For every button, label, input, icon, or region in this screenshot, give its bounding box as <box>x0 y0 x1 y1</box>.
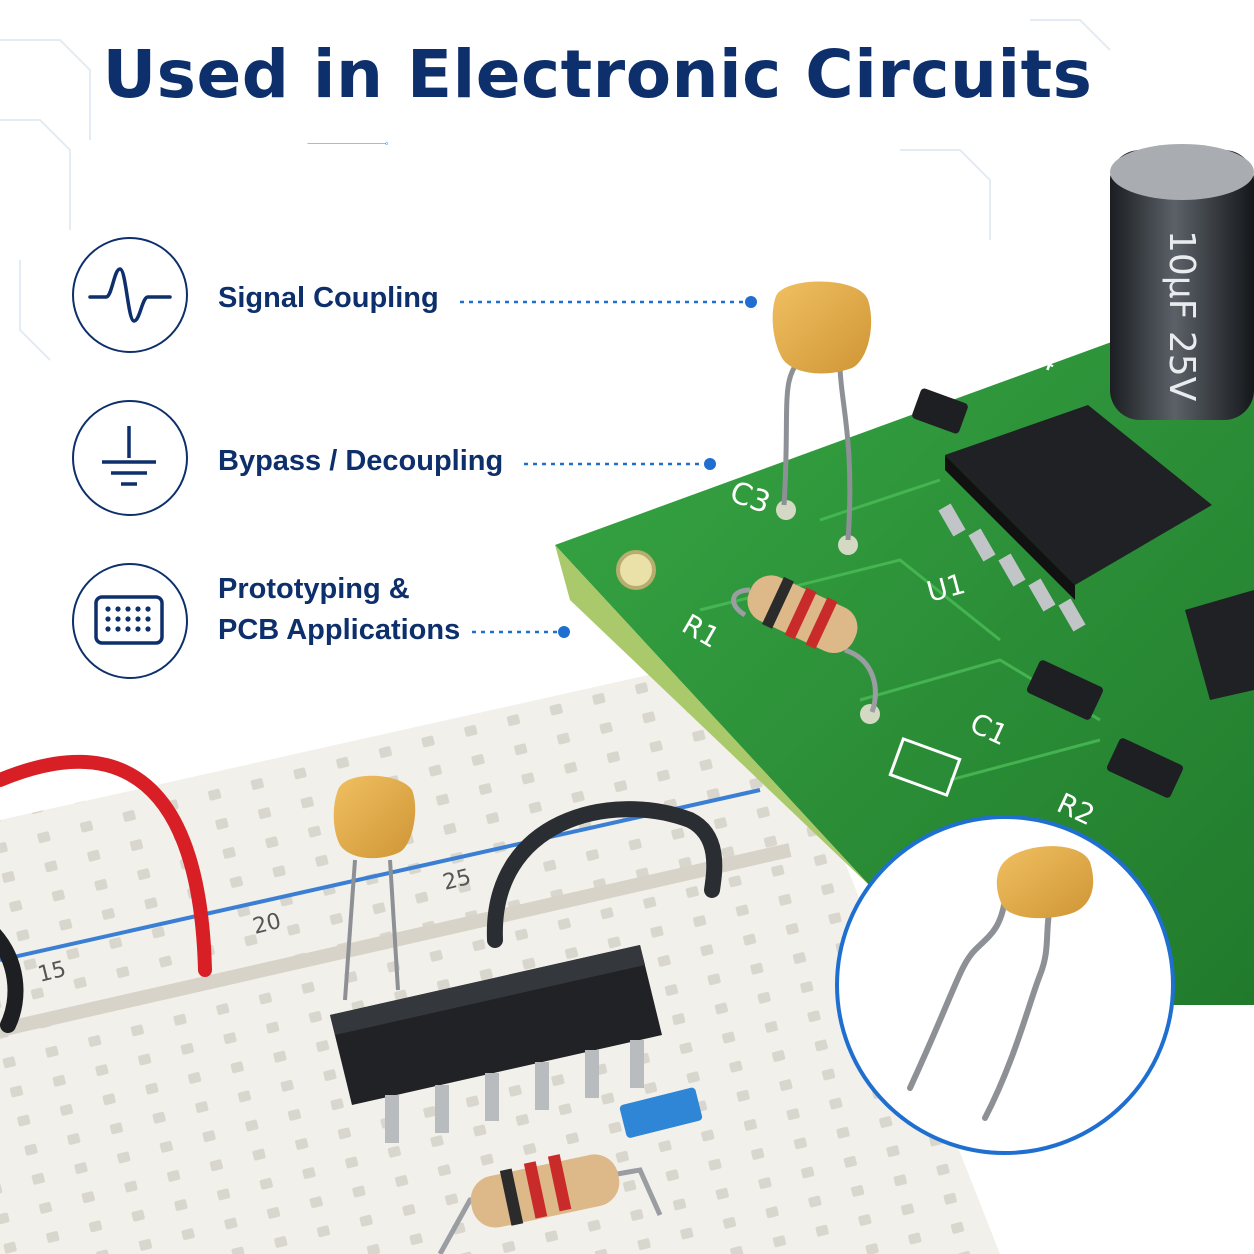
breadboard: 15 20 25 <box>0 650 1000 1254</box>
title-underline <box>307 142 388 145</box>
feature-label-prototyping-line1: Prototyping & <box>218 573 410 605</box>
leader-line-signal-coupling <box>460 296 757 308</box>
sine-wave-icon <box>72 237 188 353</box>
feature-label-prototyping-line2: PCB Applications <box>218 614 461 646</box>
breadboard-grid-icon <box>72 563 188 679</box>
electrolytic-capacitor: 10µF 25V <box>1110 144 1254 420</box>
blue-jumper-block <box>619 1087 703 1138</box>
red-jumper-wire <box>0 754 212 977</box>
black-jumper-wire <box>486 801 723 948</box>
feature-label-bypass-decoupling: Bypass / Decoupling <box>218 445 504 477</box>
pcb-ceramic-capacitor <box>772 281 872 541</box>
capacitor-inset <box>835 815 1175 1155</box>
feature-label-signal-coupling: Signal Coupling <box>218 282 439 314</box>
breadboard-ic-chip <box>330 945 662 1143</box>
breadboard-ceramic-capacitor <box>333 775 416 1001</box>
leader-line-bypass-decoupling <box>524 458 716 470</box>
black-jumper-wire-left <box>0 929 24 1033</box>
background-traces <box>0 19 1111 361</box>
page-title: Used in Electronic Circuits <box>102 36 1093 113</box>
leader-line-prototyping <box>472 626 570 638</box>
breadboard-resistor <box>437 1154 663 1254</box>
electrolytic-capacitor-marking: 10µF 25V <box>1161 230 1202 402</box>
ground-symbol-icon <box>72 400 188 516</box>
pcb-ic-chip <box>938 405 1212 632</box>
pcb-resistor <box>731 575 878 713</box>
